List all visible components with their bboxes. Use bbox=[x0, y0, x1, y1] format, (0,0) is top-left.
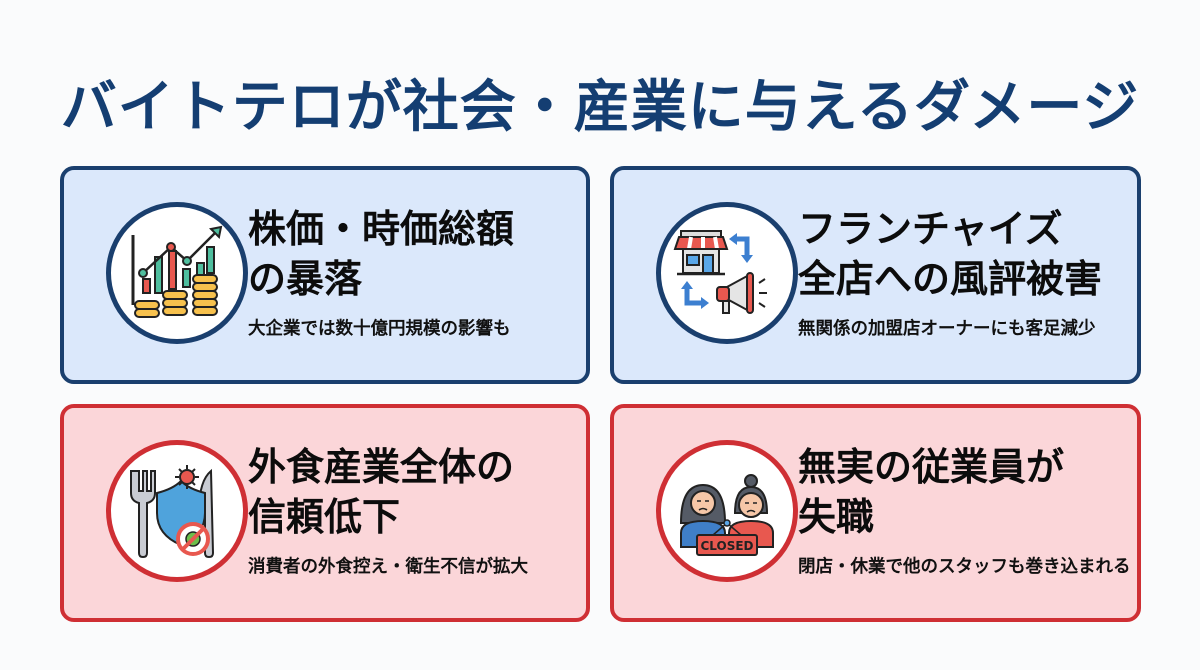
card-heading: 株価・時価総額 の暴落 bbox=[248, 204, 583, 304]
icon-circle bbox=[106, 440, 248, 582]
stock-chart-coins-icon bbox=[131, 225, 223, 318]
heading-line: 失職 bbox=[798, 495, 875, 539]
page-title: バイトテロが社会・産業に与えるダメージ bbox=[60, 75, 1140, 140]
card-heading: 無実の従業員が 失職 bbox=[798, 442, 1133, 542]
heading-line: 外食産業全体の bbox=[248, 445, 515, 489]
card-heading: フランチャイズ 全店への風評被害 bbox=[798, 204, 1133, 304]
card-subtext: 消費者の外食控え・衛生不信が拡大 bbox=[248, 557, 528, 577]
icon-circle bbox=[656, 202, 798, 344]
icon-circle bbox=[106, 202, 248, 344]
store-megaphone-icon bbox=[673, 230, 767, 314]
card-subtext: 閉店・休業で他のスタッフも巻き込まれる bbox=[798, 557, 1131, 577]
card-franchise-reputation: フランチャイズ 全店への風評被害 無関係の加盟店オーナーにも客足減少 bbox=[610, 166, 1141, 384]
cutlery-shield-germ-icon bbox=[130, 465, 215, 559]
heading-line: 株価・時価総額 bbox=[248, 207, 515, 251]
card-subtext: 大企業では数十億円規模の影響も bbox=[248, 319, 511, 339]
card-heading: 外食産業全体の 信頼低下 bbox=[248, 442, 583, 542]
heading-line: 全店への風評被害 bbox=[798, 257, 1103, 301]
heading-line: 信頼低下 bbox=[248, 495, 401, 539]
heading-line: 無実の従業員が bbox=[798, 445, 1065, 489]
heading-line: の暴落 bbox=[248, 257, 363, 301]
icon-circle: CLOSED bbox=[656, 440, 798, 582]
heading-line: フランチャイズ bbox=[798, 207, 1063, 251]
card-stock-crash: 株価・時価総額 の暴落 大企業では数十億円規模の影響も bbox=[60, 166, 590, 384]
workers-closed-sign-icon: CLOSED bbox=[679, 474, 774, 556]
card-subtext: 無関係の加盟店オーナーにも客足減少 bbox=[798, 319, 1096, 339]
card-innocent-staff-job-loss: CLOSED 無実の従業員が 失職 閉店・休業で他のスタッフも巻き込まれる bbox=[610, 404, 1141, 622]
closed-sign-text: CLOSED bbox=[700, 539, 753, 553]
card-food-industry-trust: 外食産業全体の 信頼低下 消費者の外食控え・衛生不信が拡大 bbox=[60, 404, 590, 622]
